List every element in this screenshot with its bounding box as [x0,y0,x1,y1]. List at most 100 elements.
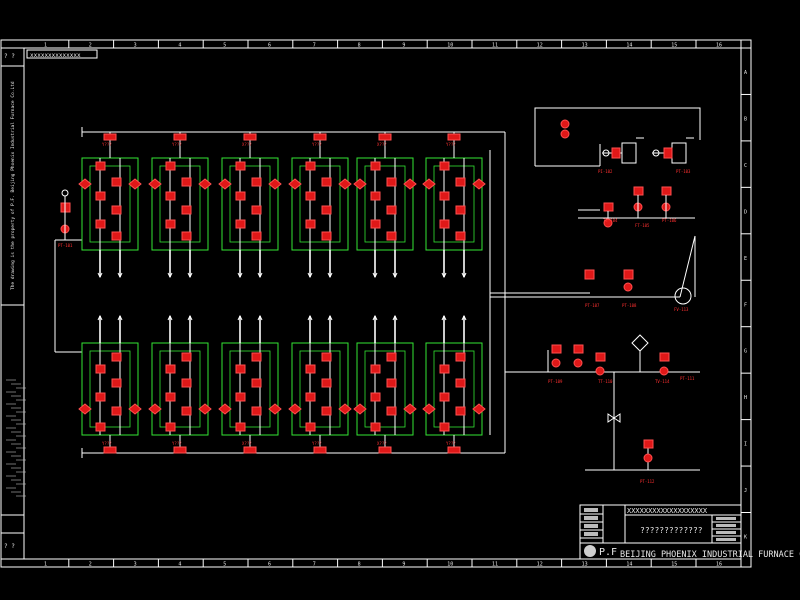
tag-tt-110: TT-110 [598,379,613,384]
instrument-box [181,177,192,187]
burner-tag: X??? [242,441,252,446]
diamond-icon [288,403,302,415]
instrument-box [165,422,176,432]
diamond-icon [218,403,232,415]
instrument-box [386,205,397,215]
instrument-box [111,378,122,388]
right-equipment: PI-102 PT-103 TE-104 FT-105 PT-106 FV-11… [534,107,701,484]
diamond-icon [338,178,352,190]
instrument-box [95,161,106,171]
header-tag-box [173,133,187,141]
instrument-bubble [643,453,653,463]
burner-tag: Y??? [172,441,182,446]
ruler-label: 14 [626,562,632,568]
tag-tv-114: TV-114 [655,379,670,384]
burner-cell: Y??? [148,132,212,279]
ruler-label: 15 [671,562,677,568]
ruler-label: 16 [716,43,722,49]
header-tag-box [447,133,461,141]
ruler-label: 10 [447,562,453,568]
instrument-box [455,352,466,362]
instrument-box [386,378,397,388]
instrument-box [661,186,672,196]
ruler-label: 8 [358,43,361,49]
instrument-bubble [659,366,669,376]
ruler-label: 1 [44,43,47,49]
ruler-label: 2 [89,43,92,49]
ruler-label: K [744,535,747,541]
tag-pt-106: PT-106 [662,218,677,223]
burner-tag: X??? [377,142,387,147]
pump-2-body [671,142,687,164]
instrument-bubble [560,119,570,129]
instrument-box [305,422,316,432]
instrument-box [370,191,381,201]
instrument-box [95,364,106,374]
burner-cell: X??? [218,314,282,454]
company-logo-text: P.F [599,547,617,558]
burner-tag: Y??? [312,441,322,446]
burner-tag: Y??? [312,142,322,147]
instrument-box [439,161,450,171]
diamond-icon [422,178,436,190]
diamond-icon [128,178,142,190]
instrument-box [439,219,450,229]
pump-motor-2-icon [652,149,660,157]
header-tag-box [103,446,117,454]
drawing-name: ????????????? [640,526,703,535]
tag-pt-108: PT-108 [622,303,637,308]
instrument-bubble [573,358,583,368]
burner-cell: Y??? [422,132,486,279]
diamond-icon [472,178,486,190]
tag-pt-103: PT-103 [676,169,691,174]
instrument-box [386,406,397,416]
header-tag-box [173,446,187,454]
diamond-icon [353,178,367,190]
left-notes-text: The drawing is the property of P.F. Beij… [10,81,16,290]
ruler-label: 7 [313,562,316,568]
instrument-box [305,392,316,402]
instrument-box [165,191,176,201]
instrument-box [370,392,381,402]
burner-cell: X??? [218,132,282,279]
corner-bl-text: ? ? [4,543,15,550]
ruler-label: F [744,302,747,308]
instrument-box [321,177,332,187]
ruler-label: 13 [582,43,588,49]
instrument-box [235,191,246,201]
header-tag-box [447,446,461,454]
diamond-icon [78,178,92,190]
burner-cell: X??? [353,132,417,279]
instrument-box [321,406,332,416]
header-tag-box [243,446,257,454]
instrument-box [95,392,106,402]
ruler-label: 9 [402,43,405,49]
diamond-icon [422,403,436,415]
instrument-box [455,231,466,241]
diamond-icon [268,178,282,190]
ruler-label: 3 [134,562,137,568]
instrument-bubble [623,282,633,292]
burner-tag: Y??? [172,142,182,147]
diamond-icon [78,403,92,415]
pump-tag-2 [663,147,673,159]
corner-block-top: ? ? [0,47,25,67]
diamond-icon [198,403,212,415]
instrument-bubble [560,129,570,139]
header-tag-box [313,446,327,454]
burner-cell: Y??? [78,314,142,454]
title-block: XXXXXXXXXXXXXXXXXXX ????????????? P.F BE… [579,504,800,560]
instrument-box [439,364,450,374]
instrument-box [181,352,192,362]
ruler-label: 13 [582,562,588,568]
instrument-box [251,406,262,416]
instrument-box [181,231,192,241]
burner-tag: X??? [377,441,387,446]
ruler-label: J [744,488,747,494]
ruler-label: 12 [537,562,543,568]
ruler-label: 7 [313,43,316,49]
ruler-label: 1 [44,562,47,568]
instrument-box [551,344,562,354]
tag-pt-112: PT-112 [640,479,655,484]
